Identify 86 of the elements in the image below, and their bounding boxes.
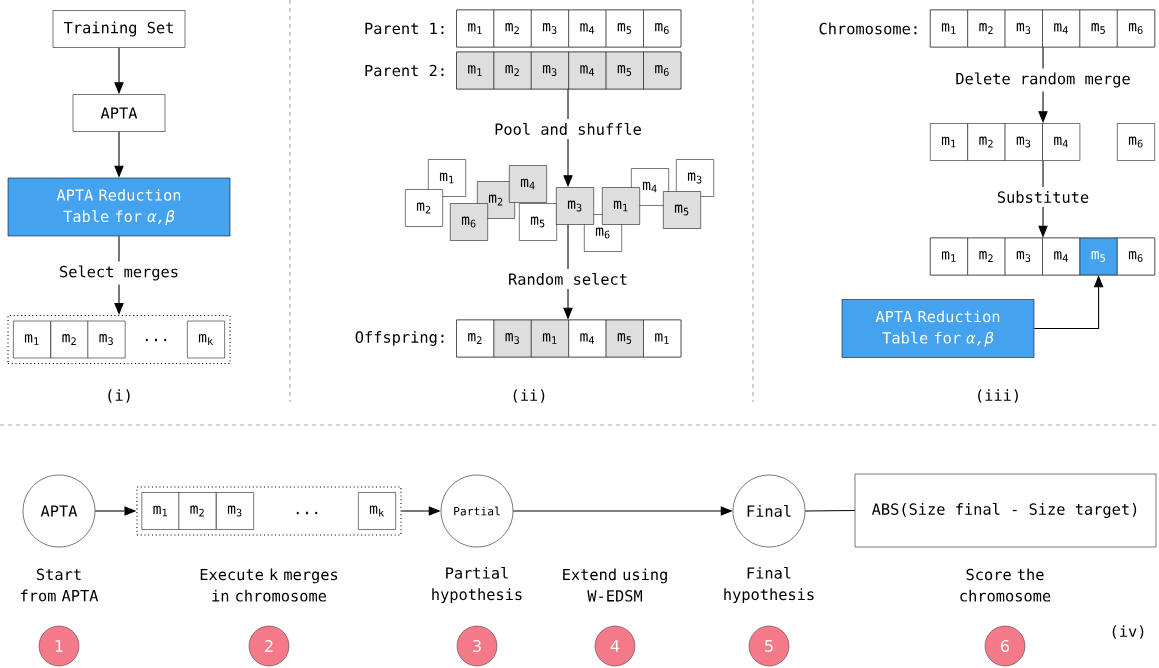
merge-cell: m$_{3}$ xyxy=(531,51,569,90)
dotted-container xyxy=(136,486,402,536)
text-label: (ii) xyxy=(513,389,545,403)
merge-cell: m$_{2}$ xyxy=(405,189,443,227)
merge-cell: m$_{5}$ xyxy=(1079,9,1118,48)
merge-cell: m$_{4}$ xyxy=(1042,237,1081,276)
merge-cell: m$_{3}$ xyxy=(1004,123,1043,161)
edge-label: Substitute xyxy=(992,187,1094,207)
merge-cell: m$_{1}$ xyxy=(456,51,495,90)
merge-cell: m$_{1}$ xyxy=(456,9,495,48)
merge-cell: m$_{2}$ xyxy=(50,320,89,359)
table-box: APTA Reduction Table for α,β xyxy=(841,299,1035,358)
merge-cell: m$_{1}$ xyxy=(643,319,682,358)
edge-label: Random select xyxy=(504,269,632,289)
merge-cell: m$_{5}$ xyxy=(519,203,557,241)
edge-label: Pool and shuffle xyxy=(490,119,646,139)
merge-cell: m$_{3}$ xyxy=(1004,237,1043,276)
merge-cell: m$_{1}$ xyxy=(930,123,968,161)
process-box: APTA xyxy=(72,94,166,132)
merge-cell: m$_{4}$ xyxy=(568,9,607,48)
process-box: Training Set xyxy=(52,10,186,48)
text-label: (i) xyxy=(108,389,130,403)
step-description: Start from APTA xyxy=(21,568,99,602)
merge-cell: m$_{2}$ xyxy=(493,51,532,90)
merge-cell: m$_{6}$ xyxy=(643,9,682,48)
step-number: 1 xyxy=(38,625,80,667)
row-label: Parent 1: xyxy=(365,22,444,35)
merge-cell: m$_{4}$ xyxy=(509,165,547,203)
merge-cell: m$_{3}$ xyxy=(531,9,569,48)
merge-cell: m$_{1}$ xyxy=(13,320,51,359)
merge-cell: m$_{2}$ xyxy=(456,319,495,358)
edge-label: Select merges xyxy=(55,261,183,285)
step-number: 2 xyxy=(248,625,290,667)
merge-cell: m$_{4}$ xyxy=(1042,123,1081,161)
merge-cell: m$_{5}$ xyxy=(1079,237,1118,276)
merge-cell: m$_{5}$ xyxy=(663,191,701,229)
merge-cell: m$_{6}$ xyxy=(1117,237,1155,276)
merge-cell: m$_{6}$ xyxy=(643,51,682,90)
step-number: 4 xyxy=(594,625,636,667)
merge-cell: m$_{1}$ xyxy=(930,237,968,276)
row-label: Offspring: xyxy=(355,331,444,346)
step-number: 5 xyxy=(748,625,790,667)
merge-cell: m$_{6}$ xyxy=(450,203,488,241)
merge-cell: m$_{2}$ xyxy=(967,123,1006,161)
row-label: Parent 2: xyxy=(365,64,444,77)
step-number: 3 xyxy=(456,625,498,667)
text-label: ... xyxy=(145,338,167,342)
dotted-container xyxy=(7,314,231,365)
step-description: Score the chromosome xyxy=(960,568,1051,602)
step-number: 6 xyxy=(984,625,1026,667)
connector-line xyxy=(804,509,856,512)
merge-cell: m$_{1}$ xyxy=(428,159,466,197)
merge-cell: m$_{5}$ xyxy=(605,319,644,358)
merge-cell: m$_{2}$ xyxy=(967,9,1006,48)
merge-cell: m$_{1}$ xyxy=(141,492,180,530)
merge-cell: m$_{5}$ xyxy=(605,9,644,48)
merge-cell: m$_{3}$ xyxy=(87,320,126,359)
merge-cell: m$_{3}$ xyxy=(556,187,594,225)
text-label: (iii) xyxy=(978,389,1018,403)
merge-cell: m$_{5}$ xyxy=(605,51,644,90)
merge-cell: m$_{4}$ xyxy=(568,319,607,358)
merge-cell: m$_{1}$ xyxy=(531,319,569,358)
merge-cell: m$_{3}$ xyxy=(1004,9,1043,48)
step-description: Partial hypothesis xyxy=(432,566,522,604)
merge-cell: m$_{3}$ xyxy=(216,492,254,530)
text-label: ... xyxy=(296,511,318,515)
edge-label: Delete random merge xyxy=(951,68,1135,92)
merge-cell: m$_{4}$ xyxy=(568,51,607,90)
merge-cell: m$_{k}$ xyxy=(187,320,225,359)
table-box: APTA Reduction Table for α,β xyxy=(7,177,231,237)
merge-cell: m$_{2}$ xyxy=(493,9,532,48)
merge-cell: m$_{6}$ xyxy=(1117,123,1155,161)
process-box: ABS(Size final - Size target) xyxy=(854,473,1157,548)
merge-cell: m$_{1}$ xyxy=(930,9,968,48)
merge-cell: m$_{3}$ xyxy=(493,319,532,358)
step-description: Final hypothesis xyxy=(724,566,814,604)
merge-cell: m$_{1}$ xyxy=(602,187,640,225)
text-label: (iv) xyxy=(1112,625,1144,639)
merge-cell: m$_{4}$ xyxy=(1042,9,1081,48)
merge-cell: m$_{2}$ xyxy=(178,492,217,530)
merge-cell: m$_{2}$ xyxy=(967,237,1006,276)
edge-label: Extend using W-EDSM xyxy=(551,564,679,606)
merge-cell: m$_{6}$ xyxy=(1117,9,1155,48)
row-label: Chromosome: xyxy=(819,22,917,35)
merge-cell: m$_{k}$ xyxy=(358,492,396,530)
step-description: Execute k merges in chromosome xyxy=(200,568,338,602)
